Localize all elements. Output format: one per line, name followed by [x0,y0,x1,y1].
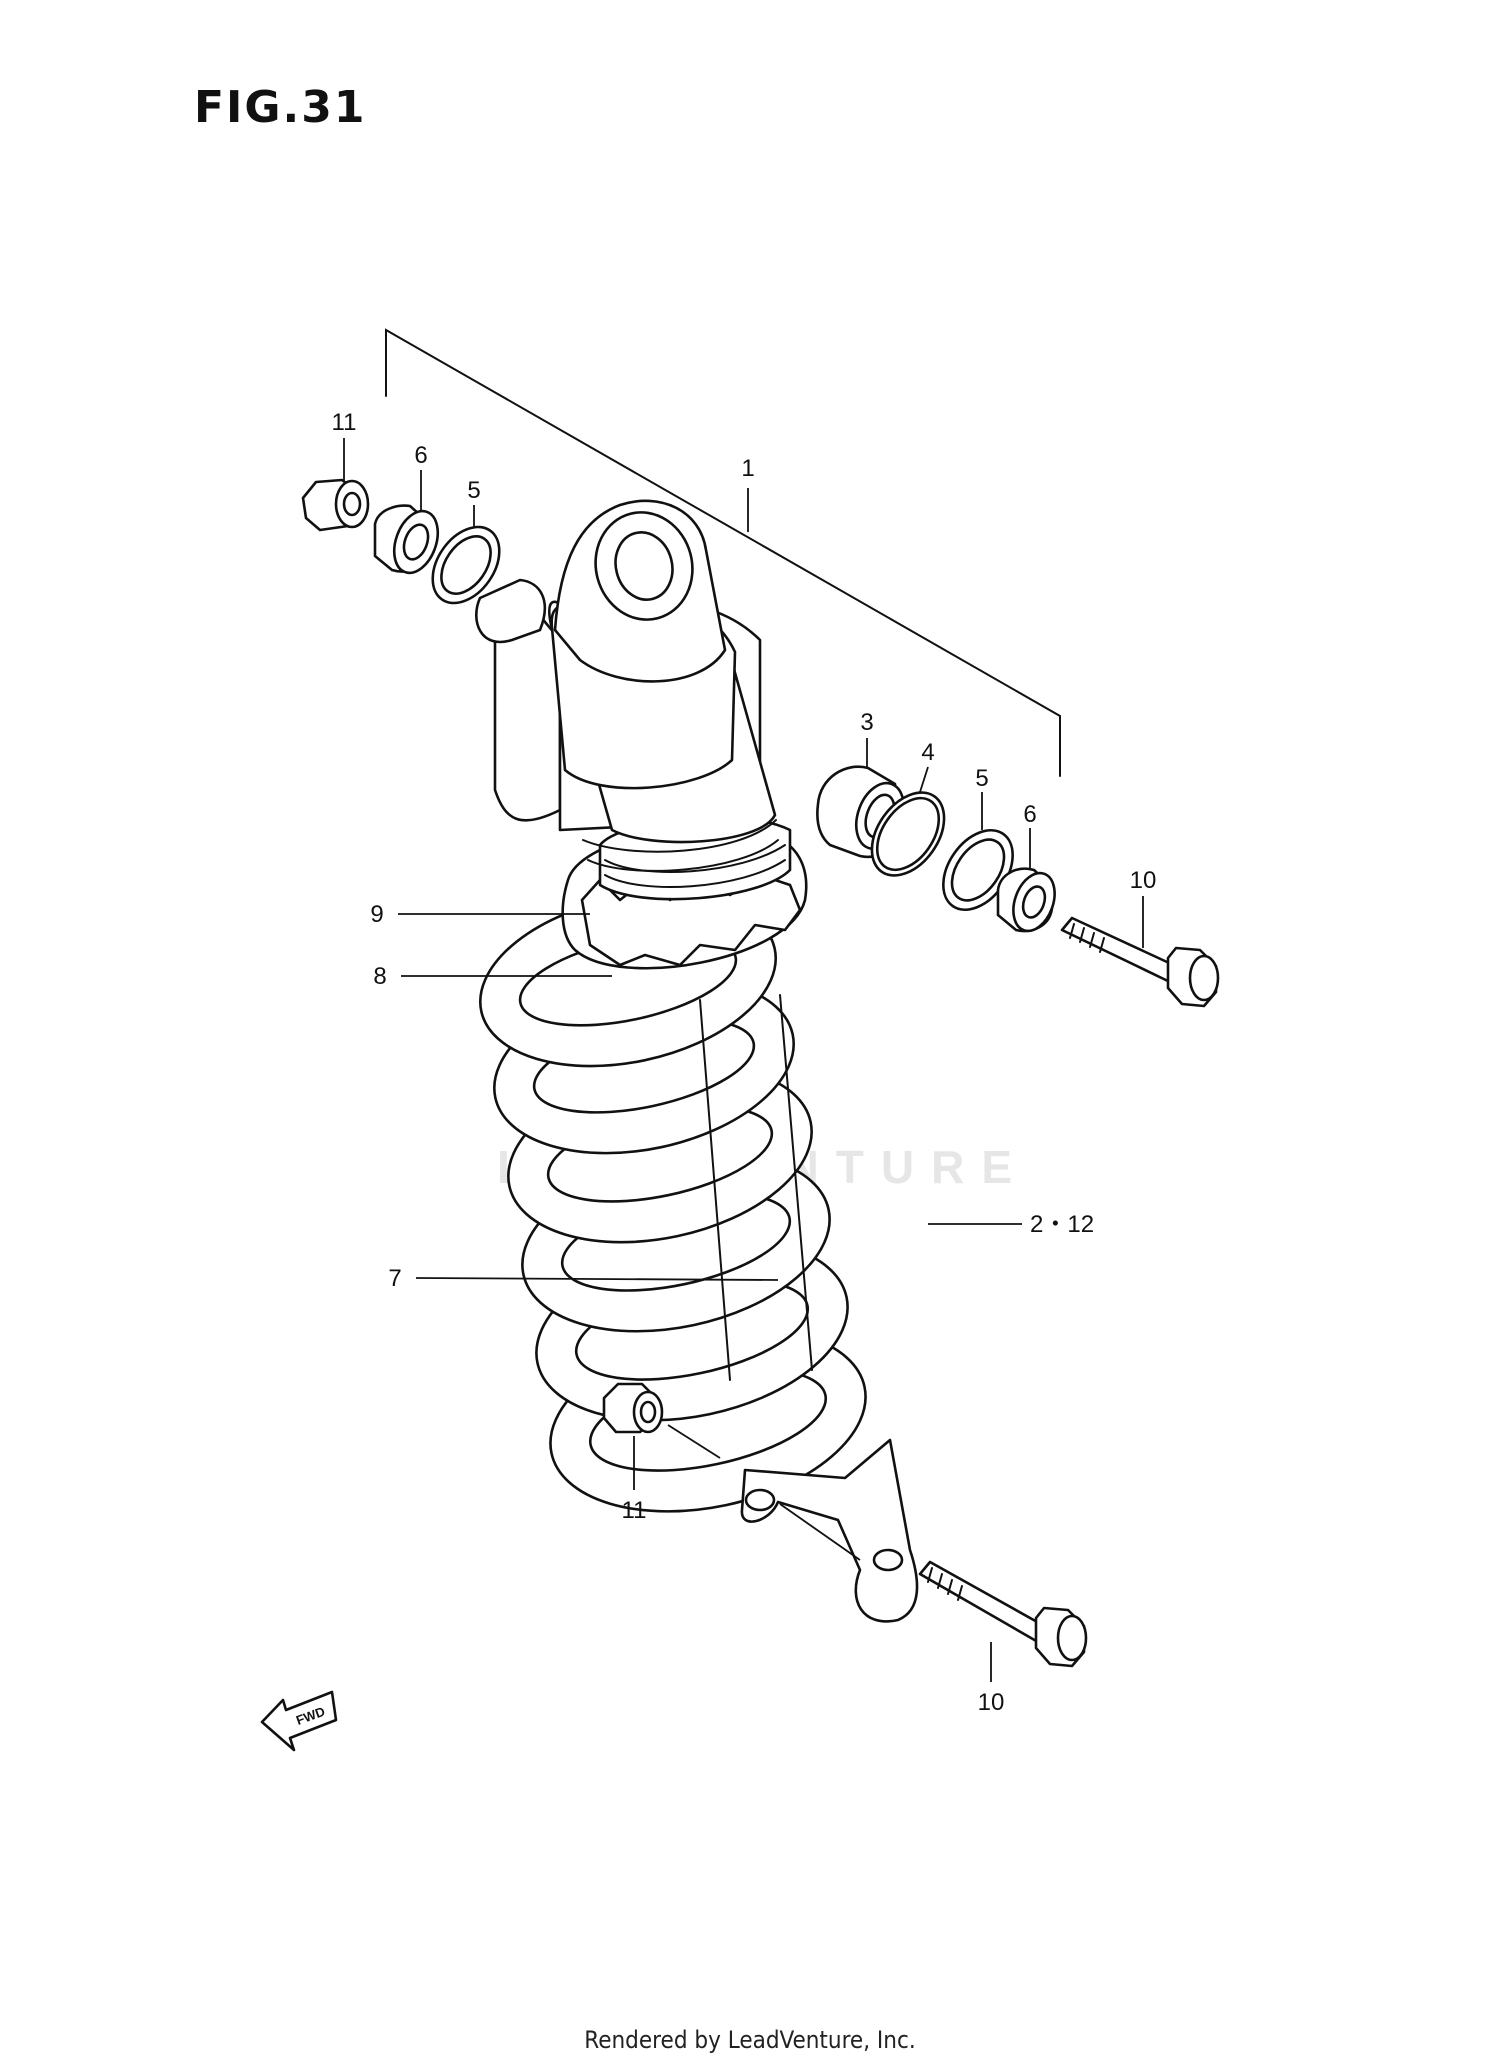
callout-labels: 1 2・12 3 4 5 5 6 6 7 8 9 10 10 11 11 [332,409,1157,1716]
collar-6-right [996,867,1056,933]
callout-2-12: 2・12 [1030,1211,1094,1238]
callout-7: 7 [388,1265,401,1292]
callout-9: 9 [370,901,383,928]
callout-3: 3 [860,709,873,736]
bolt-10-upper [1060,916,1220,1008]
callout-10-lower: 10 [978,1689,1005,1716]
callout-5-right: 5 [975,765,988,792]
clevis-axis-line [779,1503,861,1561]
nut-bottom-to-clevis-line [667,1424,721,1459]
figure-title: FIG.31 [194,82,367,133]
collar-6-top [373,504,440,575]
callout-10-upper: 10 [1130,867,1157,894]
nut-11-bottom [602,1382,664,1434]
callout-6-right: 6 [1023,801,1036,828]
callout-8: 8 [373,963,386,990]
fwd-arrow-icon: FWD [260,1690,338,1752]
footer-credit: Rendered by LeadVenture, Inc. [584,2026,916,2054]
callout-4: 4 [921,739,934,766]
damper-rod [699,994,813,1381]
seal-5-top [431,525,501,605]
seal-5-right [942,829,1014,911]
circlip-4 [870,791,946,877]
callout-1: 1 [741,455,754,482]
upper-eye-body [475,499,779,872]
callout-6-top: 6 [414,442,427,469]
nut-11-top [301,478,370,532]
assembly-bracket [385,328,1061,777]
callout-11-bottom: 11 [622,1497,647,1524]
coil-spring [478,892,867,1513]
callout-5-top: 5 [467,477,480,504]
callout-11-top: 11 [332,409,357,436]
bolt-10-lower [918,1560,1088,1668]
leader-lines [343,438,1144,1682]
lower-clevis [740,1438,919,1623]
